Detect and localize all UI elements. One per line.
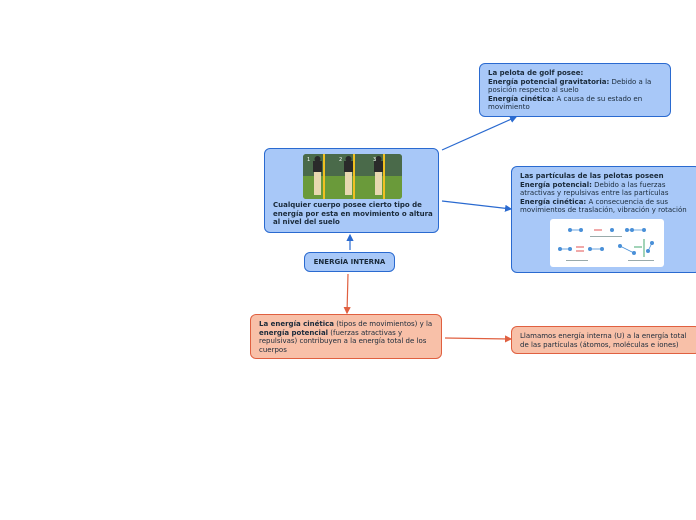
kinetic-text-2: (fuerzas atractivas y repulsivas) contri…: [259, 328, 427, 354]
golf-energy-text: Cualquier cuerpo posee cierto tipo de en…: [273, 201, 433, 227]
central-topic-node[interactable]: ENERGÍA INTERNA: [304, 252, 395, 272]
particles-potential-line: Energía potencial: Debido a las fuerzas …: [520, 181, 692, 198]
internal-energy-definition-node[interactable]: Llamamos energía interna (U) a la energí…: [511, 326, 696, 354]
particles-potential-label: Energía potencial:: [520, 180, 592, 189]
particles-kinetic-label: Energía cinética:: [520, 197, 587, 206]
golf-ball-kinetic-label: Energía cinética:: [488, 94, 555, 103]
golf-ball-kinetic-text: A causa de su estado en movimiento: [488, 94, 643, 112]
central-topic-label: ENERGÍA INTERNA: [313, 258, 386, 266]
photo-digit-1: 1: [307, 157, 310, 163]
edge-golf-to-particulas: [441, 200, 513, 212]
photo-digit-2: 2: [339, 157, 342, 163]
golf-ball-potential-label: Energía potencial gravitatoria:: [488, 77, 610, 86]
golf-ball-potential-line: Energía potencial gravitatoria: Debido a…: [488, 78, 662, 95]
golf-ball-title: La pelota de golf posee:: [488, 69, 584, 77]
particles-title: Las partículas de las pelotas poseen: [520, 172, 664, 180]
golf-ball-kinetic-line: Energía cinética: A causa de su estado e…: [488, 95, 662, 112]
kinetic-text-1: (tipos de movimientos) y la: [334, 320, 433, 328]
photo-digit-3: 3: [373, 157, 376, 163]
golf-ball-energy-node[interactable]: La pelota de golf posee: Energía potenci…: [479, 63, 671, 117]
kinetic-potential-node[interactable]: La energía cinética (tipos de movimiento…: [250, 314, 442, 359]
particles-potential-text: Debido a las fuerzas atractivas y repuls…: [520, 180, 669, 198]
particle-motion-diagram: [550, 219, 664, 267]
particles-kinetic-text: A consecuencia de sus movimientos de tra…: [520, 197, 687, 215]
kinetic-term: La energía cinética: [259, 320, 335, 328]
potential-term: energía potencial: [259, 328, 329, 337]
golf-swing-photo: 1 2 3: [303, 154, 402, 199]
edge-golf-to-pelota: [441, 116, 518, 151]
edge-center-to-cinetica: [343, 273, 351, 315]
particles-kinetic-line: Energía cinética: A consecuencia de sus …: [520, 198, 692, 215]
edge-cinetica-to-interna: [444, 335, 513, 343]
internal-energy-definition-text: Llamamos energía interna (U) a la energí…: [520, 332, 687, 349]
golf-energy-node[interactable]: 1 2 3 Cualquier cuerpo posee cierto tipo…: [264, 148, 439, 233]
particles-energy-node[interactable]: Las partículas de las pelotas poseen Ene…: [511, 166, 696, 273]
golf-ball-potential-text: Debido a la posición respecto al suelo: [488, 77, 652, 95]
